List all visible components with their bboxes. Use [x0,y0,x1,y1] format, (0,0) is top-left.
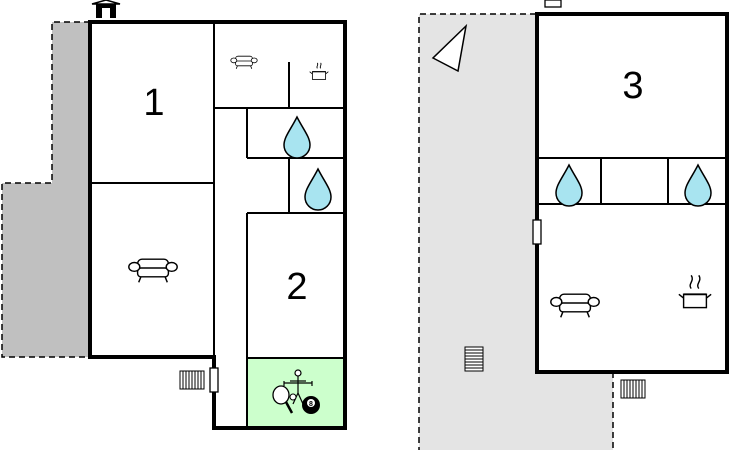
water-drop-icon [283,116,311,159]
sofa-icon [230,55,258,70]
floorplan-ground-floor: 1 2 8 [1,0,347,430]
sofa-icon [128,258,178,284]
outer-walls [88,20,347,430]
room-number-1: 1 [143,82,164,124]
floorplan-upper-floor: 3 [418,0,729,450]
staircase-icon [464,346,484,372]
door [209,367,219,393]
room-number-3: 3 [622,65,643,107]
door [544,0,562,8]
activity-room [247,358,345,427]
terrace-boundary [418,13,614,450]
staircase-icon [620,379,646,399]
table-tennis-icon [272,385,297,414]
billiard-ball-icon: 8 [302,396,320,414]
svg-text:8: 8 [309,401,313,408]
terrace-boundary [1,21,90,358]
terrace [2,22,90,357]
cooking-pot-icon [677,274,713,309]
door [532,219,542,245]
room-number-2: 2 [286,266,307,308]
terrace [419,14,613,450]
cooking-pot-icon [309,62,329,80]
staircase-icon [179,370,205,390]
water-drop-icon [304,168,332,211]
interior-walls [90,22,345,428]
fireplace-icon [91,0,121,18]
compass-arrow-icon [431,23,468,73]
